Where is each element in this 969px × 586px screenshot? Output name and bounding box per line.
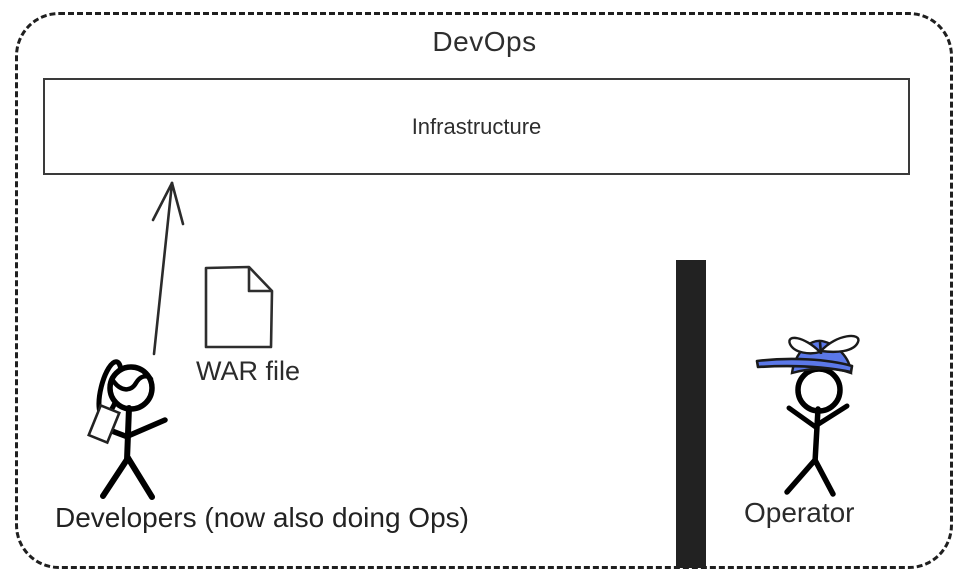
infrastructure-box: Infrastructure — [43, 78, 910, 175]
war-file-label: WAR file — [196, 356, 301, 386]
developer-hair — [109, 373, 154, 392]
infrastructure-label: Infrastructure — [411, 113, 542, 139]
arrow-shaft — [152, 181, 174, 356]
operator-left-arm — [786, 405, 820, 431]
devops-boundary-dashed-border — [15, 12, 953, 569]
wall-barrier — [676, 260, 706, 568]
developer-left-leg — [100, 455, 131, 499]
diagram-title: DevOps — [432, 26, 537, 57]
developer-right-leg — [125, 455, 155, 500]
operator-body — [812, 406, 821, 465]
arrow-head-left — [151, 181, 174, 222]
operator-left-leg — [784, 457, 818, 495]
operator-stick-figure — [755, 334, 860, 497]
war-file-document-icon — [204, 265, 274, 349]
document-outline — [204, 265, 274, 349]
operator-label: Operator — [744, 497, 855, 528]
operator-right-arm — [814, 403, 850, 428]
deploy-arrow-up-icon — [151, 181, 185, 356]
developer-stick-figure — [87, 359, 168, 500]
developer-right-arm — [125, 417, 168, 439]
propeller-blade-right — [818, 334, 860, 354]
propeller-blade-left — [788, 336, 823, 355]
developers-label: Developers (now also doing Ops) — [55, 502, 469, 533]
operator-right-leg — [812, 457, 836, 497]
operator-head — [795, 366, 843, 414]
arrow-head-right — [170, 181, 185, 226]
document-fold-corner — [247, 267, 272, 293]
propeller-cap-brim — [755, 357, 854, 374]
developer-phone-icon — [87, 403, 121, 445]
